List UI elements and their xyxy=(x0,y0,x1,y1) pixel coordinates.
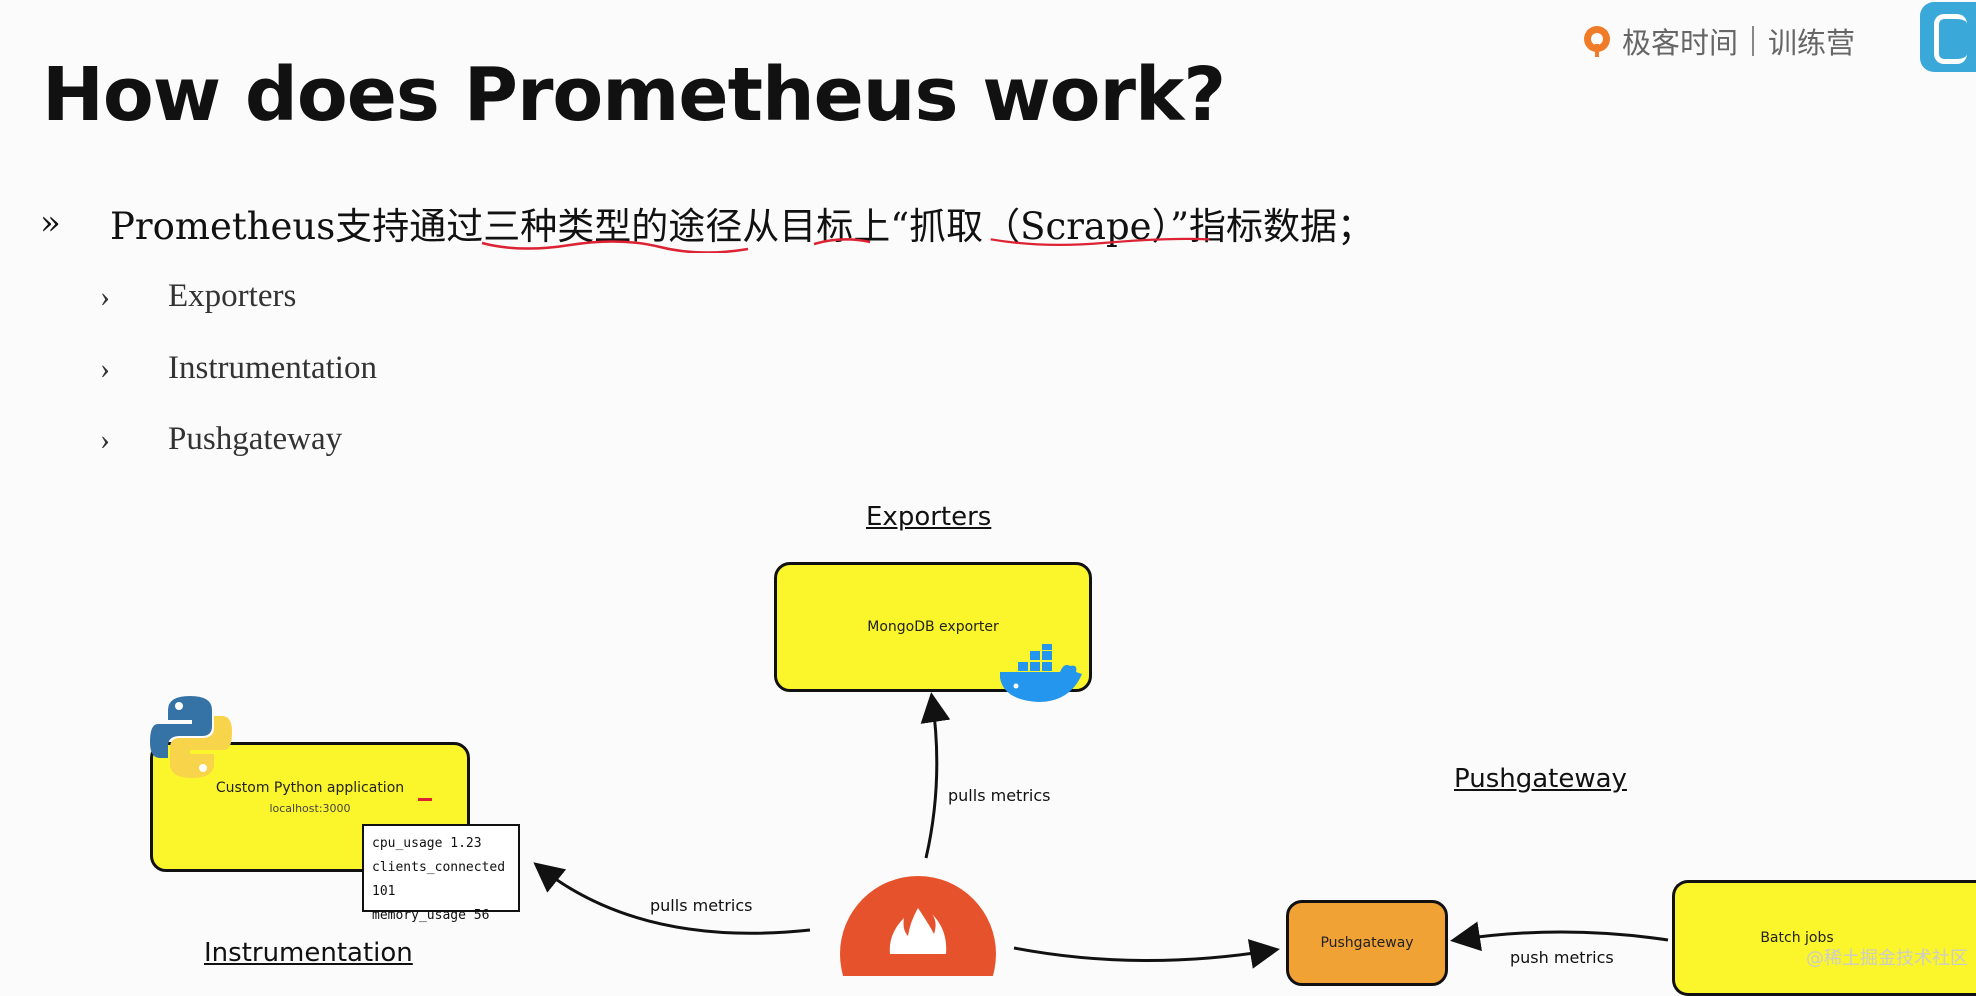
corner-badge-icon xyxy=(1920,2,1976,72)
edge-label-pulls-instrumentation: pulls metrics xyxy=(650,896,753,915)
metric-line: memory_usage 56 xyxy=(372,908,490,923)
chevron-right-icon: › xyxy=(100,422,110,456)
chevron-right-icon: › xyxy=(100,279,110,313)
main-bullet: » Prometheus支持通过三种类型的途径从目标上“抓取（Scrape）”指… xyxy=(40,196,1374,250)
mongodb-exporter-box: MongoDB exporter xyxy=(774,562,1092,692)
sub-bullet-instrumentation: › Instrumentation xyxy=(100,350,377,387)
slide-title: How does Prometheus work? xyxy=(42,52,1226,138)
metric-line: clients_connected 101 xyxy=(372,860,506,899)
edge-label-pulls-exporter: pulls metrics xyxy=(948,786,1051,805)
bullet-marker: » xyxy=(40,203,61,243)
diagram-arrows xyxy=(533,692,1669,969)
sub-bullet-label: Pushgateway xyxy=(168,421,343,457)
brand-header: 极客时间 训练营 xyxy=(1580,16,1855,66)
instrumentation-heading: Instrumentation xyxy=(204,938,413,968)
metric-line: cpu_usage 1.23 xyxy=(372,836,482,851)
python-app-host: localhost:3000 xyxy=(269,801,351,815)
cursor-mark xyxy=(418,798,432,801)
annotation-underline-2 xyxy=(813,238,871,246)
pushgateway-box-label: Pushgateway xyxy=(1320,935,1414,951)
python-app-name: Custom Python application xyxy=(215,779,405,796)
sub-bullet-pushgateway: › Pushgateway xyxy=(100,421,342,458)
brand-name: 极客时间 xyxy=(1622,26,1739,60)
batch-jobs-label: Batch jobs xyxy=(1760,930,1834,946)
annotation-underline-1 xyxy=(481,240,749,253)
sub-bullet-label: Exporters xyxy=(168,278,297,314)
docker-whale-icon xyxy=(1000,644,1082,702)
sub-bullet-exporters: › Exporters xyxy=(100,278,296,315)
pushgateway-heading: Pushgateway xyxy=(1454,764,1627,794)
python-logo-icon xyxy=(150,696,232,778)
annotation-underline-3 xyxy=(990,237,1210,246)
sub-bullet-label: Instrumentation xyxy=(168,350,377,386)
exporters-heading: Exporters xyxy=(866,502,992,532)
prometheus-logo-icon xyxy=(840,876,996,976)
brand-sub: 训练营 xyxy=(1768,26,1856,60)
bullet-text: Prometheus支持通过三种类型的途径从目标上“抓取（Scrape）”指标数… xyxy=(110,205,1374,248)
geektime-logo-icon xyxy=(1584,26,1610,57)
chevron-right-icon: › xyxy=(100,351,110,385)
brand-divider xyxy=(1752,26,1755,56)
mongodb-exporter-label: MongoDB exporter xyxy=(867,619,999,635)
metrics-panel: cpu_usage 1.23 clients_connected 101 mem… xyxy=(362,824,520,923)
watermark: @稀土掘金技术社区 xyxy=(1806,948,1968,969)
edge-label-push: push metrics xyxy=(1510,948,1614,967)
